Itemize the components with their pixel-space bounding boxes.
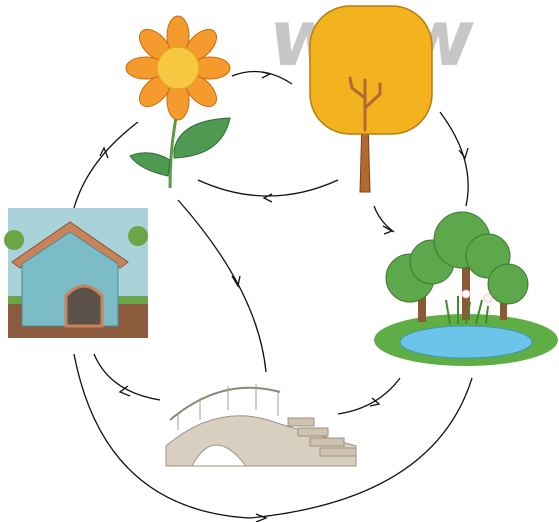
arrowhead-tree-to-flower: [264, 194, 272, 202]
arrow-flower-to-bridge: [178, 200, 266, 372]
pond-grove-icon: [374, 212, 558, 366]
house-icon: [4, 208, 148, 338]
arrowhead-tree-to-pond: [459, 148, 468, 158]
arrowhead-bottom: [256, 514, 266, 522]
arrow-tree-to-pond: [440, 112, 468, 206]
arrow-pond-to-bridge: [338, 378, 400, 414]
arrow-bridge-to-house: [94, 354, 160, 400]
bridge-icon: [166, 384, 356, 466]
arrow-tree-to-flower: [198, 180, 338, 196]
arrow-house-to-flower: [74, 122, 138, 208]
flower-icon: [126, 16, 230, 188]
tree-icon: [310, 6, 432, 192]
arrow-tree-to-pond-2: [374, 206, 394, 232]
